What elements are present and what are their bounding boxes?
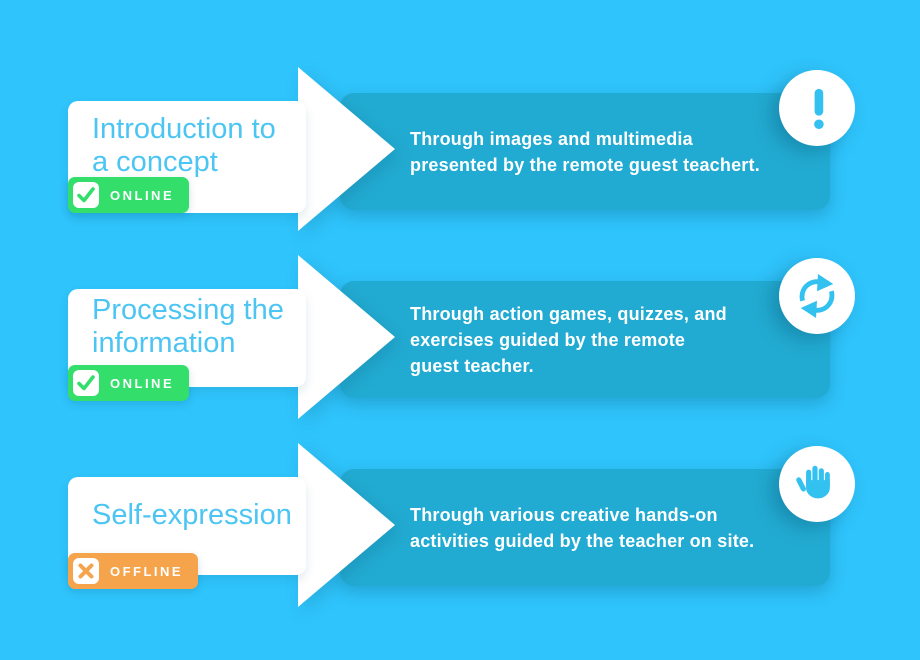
description-line: activities guided by the teacher on site… xyxy=(410,530,755,551)
exclamation-icon xyxy=(779,70,855,146)
step-row-1: Through images and multimedia presented … xyxy=(0,67,920,267)
description-panel: Through images and multimedia presented … xyxy=(340,93,830,210)
description-line: exercises guided by the remote xyxy=(410,329,686,350)
step-title-line: information xyxy=(92,327,236,359)
description-panel: Through various creative hands-on activi… xyxy=(340,469,830,586)
description-text: Through various creative hands-on activi… xyxy=(340,502,838,554)
step-title: Self-expression xyxy=(92,477,306,553)
step-title: Processing the information xyxy=(92,289,306,365)
step-title-line: a concept xyxy=(92,146,218,178)
arrow-right-icon xyxy=(298,67,395,231)
description-line: Through images and multimedia xyxy=(410,128,693,149)
hand-icon xyxy=(779,446,855,522)
status-badge: ONLINE xyxy=(68,177,190,213)
step-title-line: Introduction to xyxy=(92,113,276,145)
status-label: OFFLINE xyxy=(110,563,184,579)
step-title-line: Processing the xyxy=(92,294,284,326)
check-icon xyxy=(73,182,99,208)
description-text: Through images and multimedia presented … xyxy=(340,126,844,178)
description-text: Through action games, quizzes, and exerc… xyxy=(340,301,811,379)
step-row-2: Through action games, quizzes, and exerc… xyxy=(0,255,920,455)
description-line: Through various creative hands-on xyxy=(410,504,718,525)
description-line: guest teacher. xyxy=(410,355,534,376)
status-badge: OFFLINE xyxy=(68,553,199,589)
check-icon xyxy=(73,370,99,396)
step-title-line: Self-expression xyxy=(92,498,292,531)
status-badge: ONLINE xyxy=(68,365,190,401)
refresh-icon xyxy=(779,258,855,334)
status-label: ONLINE xyxy=(110,187,175,203)
description-line: presented by the remote guest teachert. xyxy=(410,154,760,175)
arrow-right-icon xyxy=(298,255,395,419)
arrow-right-icon xyxy=(298,443,395,607)
description-line: Through action games, quizzes, and xyxy=(410,303,727,324)
status-label: ONLINE xyxy=(110,375,175,391)
step-title: Introduction to a concept xyxy=(92,101,306,191)
step-row-3: Through various creative hands-on activi… xyxy=(0,443,920,643)
description-panel: Through action games, quizzes, and exerc… xyxy=(340,281,830,398)
x-icon xyxy=(73,558,99,584)
